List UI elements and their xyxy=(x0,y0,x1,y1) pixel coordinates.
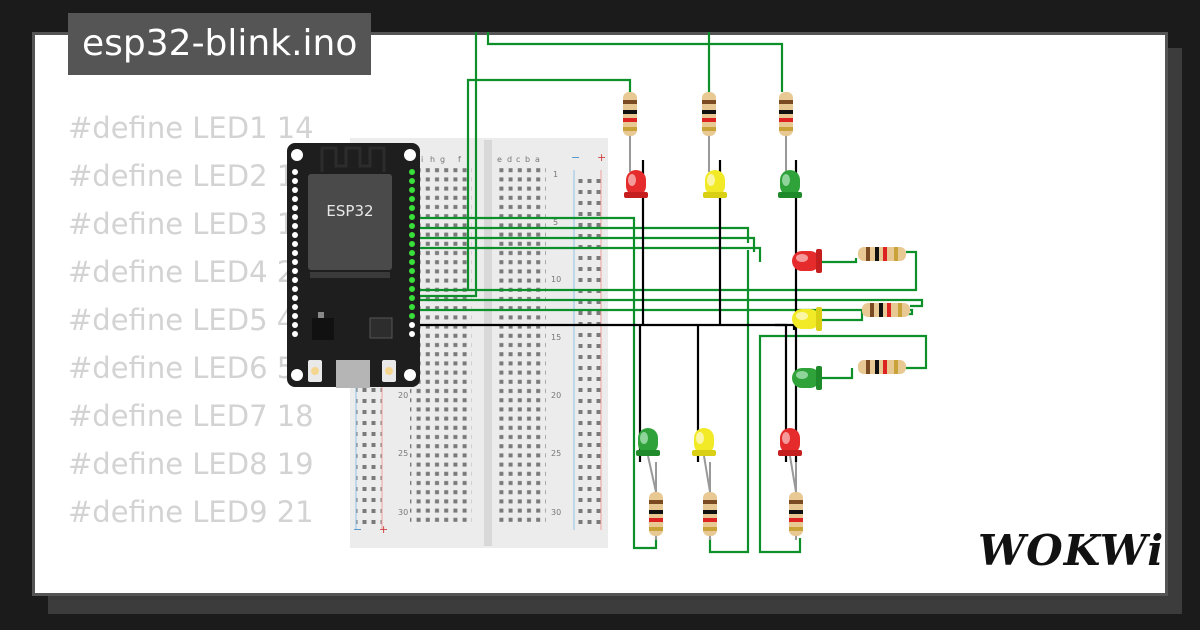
resistor xyxy=(623,92,637,160)
row-number: 15 xyxy=(551,333,561,342)
svg-text:+: + xyxy=(597,151,606,164)
svg-text:+: + xyxy=(379,523,388,536)
svg-text:−: − xyxy=(353,523,362,536)
led-green xyxy=(636,428,660,493)
led-yellow xyxy=(692,428,716,493)
code-line: #define LED4 27 xyxy=(68,255,314,289)
led-red xyxy=(624,150,648,198)
wokwi-logo: WOKWi xyxy=(978,526,1165,575)
row-number: 20 xyxy=(398,391,408,400)
esp32-board: ESP32 xyxy=(287,143,420,388)
column-letter: a xyxy=(535,155,540,164)
column-letter: h xyxy=(430,155,435,164)
green-wires xyxy=(410,32,928,554)
svg-text:−: − xyxy=(571,151,580,164)
column-letter: f xyxy=(458,155,461,164)
code-line: #define LED8 19 xyxy=(68,447,314,481)
resistor xyxy=(862,303,910,317)
code-line: #define LED5 4 xyxy=(68,303,296,337)
file-title: esp32-blink.ino xyxy=(68,13,372,75)
resistor xyxy=(858,247,906,261)
row-number: 20 xyxy=(551,391,561,400)
row-number: 30 xyxy=(398,508,408,517)
row-number: 10 xyxy=(551,275,561,284)
code-line: #define LED3 13 xyxy=(68,207,314,241)
resistor xyxy=(703,462,717,540)
code-line: #define LED2 12 xyxy=(68,159,314,193)
column-letter: i xyxy=(421,155,423,164)
led-red xyxy=(778,428,802,493)
code-line: #define LED6 5 xyxy=(68,351,296,385)
code-line: #define LED7 18 xyxy=(68,399,314,433)
column-letter: c xyxy=(516,155,520,164)
led-yellow xyxy=(703,150,727,198)
column-letter: e xyxy=(497,155,502,164)
row-number: 25 xyxy=(551,449,561,458)
resistor xyxy=(789,462,803,540)
code-line: #define LED1 14 xyxy=(68,111,314,145)
led-yellow xyxy=(792,307,822,331)
row-number: 25 xyxy=(398,449,408,458)
row-number: 5 xyxy=(553,218,558,227)
code-line: #define LED9 21 xyxy=(68,495,314,529)
column-letter: d xyxy=(507,155,512,164)
resistor xyxy=(649,462,663,540)
chip-label: ESP32 xyxy=(326,202,373,220)
column-letter: g xyxy=(440,155,445,164)
row-number: 30 xyxy=(551,508,561,517)
row-number: 1 xyxy=(553,170,558,179)
resistor xyxy=(779,92,793,160)
led-green xyxy=(792,366,822,390)
resistor xyxy=(702,92,716,160)
led-red xyxy=(792,249,822,273)
column-letter: b xyxy=(525,155,530,164)
code-snippet: #define LED1 14 #define LED2 12 #define … xyxy=(68,104,314,536)
led-green xyxy=(778,150,802,198)
resistor xyxy=(858,360,906,374)
